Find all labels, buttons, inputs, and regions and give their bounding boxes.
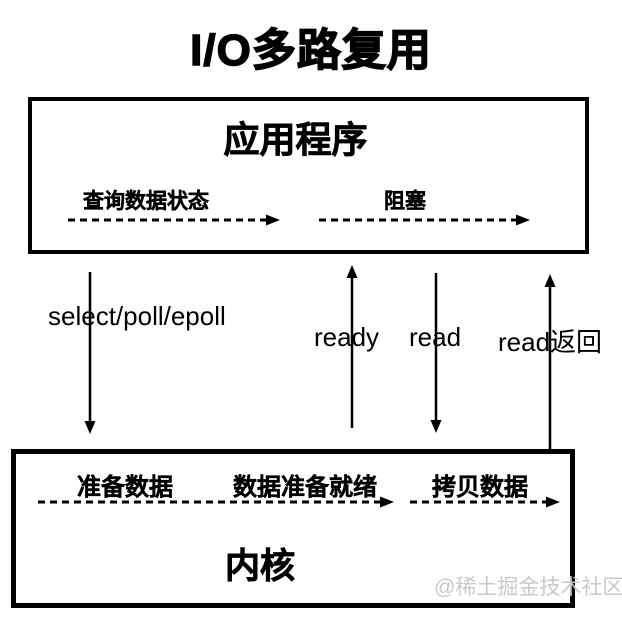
arrowhead-right-icon — [266, 214, 280, 226]
application-box: 应用程序 查询数据状态 阻塞 — [28, 97, 589, 254]
arrowhead-right-icon — [546, 496, 560, 508]
kernel-box: 准备数据 数据准备就绪 拷贝数据 内核 — [11, 449, 575, 608]
prepare-data-arrow — [38, 496, 394, 508]
arrowhead-up-icon — [544, 274, 556, 287]
step-label-block: 阻塞 — [384, 190, 426, 213]
step-label-query-data-status: 查询数据状态 — [83, 190, 209, 213]
label-ready: ready — [314, 322, 380, 352]
block-arrow — [319, 214, 530, 226]
step-label-copy-data: 拷贝数据 — [432, 474, 528, 501]
arrowhead-up-icon — [346, 265, 358, 278]
watermark: @稀土掘金技术社区 — [434, 576, 622, 599]
read-arrow — [430, 273, 442, 433]
select-poll-epoll-arrow — [84, 272, 96, 434]
label-read: read — [409, 322, 462, 352]
arrowhead-right-icon — [516, 214, 530, 226]
arrowhead-down-icon — [84, 421, 96, 434]
step-label-data-ready: 数据准备就绪 — [233, 474, 377, 501]
kernel-box-title: 内核 — [224, 547, 296, 587]
diagram-title: I/O多路复用 — [189, 25, 432, 75]
copy-data-arrow — [410, 496, 560, 508]
read-return-arrow — [544, 274, 556, 451]
query-status-arrow — [68, 214, 280, 226]
application-box-title: 应用程序 — [223, 119, 368, 161]
label-read-return: read返回 — [498, 327, 603, 357]
ready-arrow — [346, 265, 358, 428]
label-select-poll-epoll: select/poll/epoll — [48, 301, 226, 331]
step-label-prepare-data: 准备数据 — [77, 474, 173, 501]
arrowhead-right-icon — [380, 496, 394, 508]
arrowhead-down-icon — [430, 420, 442, 433]
